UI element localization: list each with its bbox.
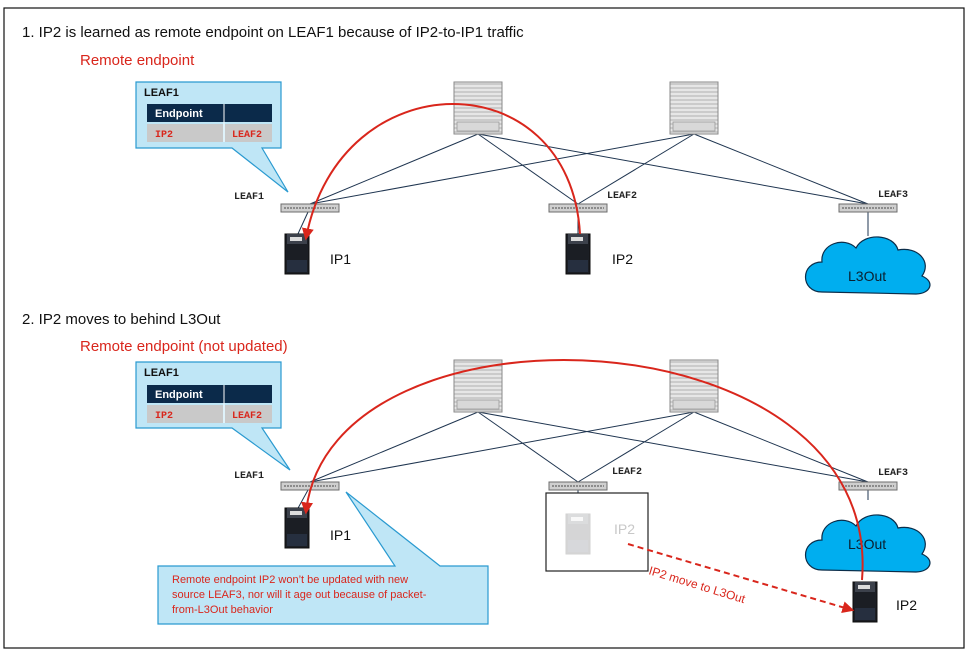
ip1-label: IP1 bbox=[330, 251, 351, 267]
move-arrow bbox=[627, 543, 855, 614]
table-cell-ip: IP2 bbox=[155, 411, 173, 422]
leaf3-switch bbox=[838, 481, 898, 491]
fabric-links-1 bbox=[296, 133, 869, 237]
section2-title: 2. IP2 moves to behind L3Out bbox=[22, 311, 221, 328]
callout-title: LEAF1 bbox=[144, 367, 179, 379]
leaf2-label: LEAF2 bbox=[607, 191, 637, 202]
table-cell-leaf: LEAF2 bbox=[232, 130, 262, 141]
table-cell-leaf: LEAF2 bbox=[232, 411, 262, 422]
ip2-label: IP2 bbox=[896, 597, 917, 613]
server-ip2-icon bbox=[852, 581, 878, 623]
fabric-links-2 bbox=[296, 411, 869, 511]
leaf3-label: LEAF3 bbox=[878, 190, 908, 201]
endpoint-table-callout-1: LEAF1 Endpoint IP2 LEAF2 bbox=[135, 81, 289, 193]
server-ip1-icon bbox=[284, 507, 310, 549]
leaf3-label: LEAF3 bbox=[878, 468, 908, 479]
note-line-2: source LEAF3, nor will it age out becaus… bbox=[172, 589, 427, 601]
leaf2-label: LEAF2 bbox=[612, 467, 642, 478]
outer-frame bbox=[3, 7, 965, 649]
l3out-cloud-icon bbox=[805, 514, 931, 573]
leaf3-switch bbox=[838, 203, 898, 213]
note-line-1: Remote endpoint IP2 won’t be updated wit… bbox=[172, 574, 408, 586]
table-header-endpoint: Endpoint bbox=[155, 108, 203, 120]
traffic-arrow-2 bbox=[301, 359, 864, 581]
ip2-label: IP2 bbox=[612, 251, 633, 267]
spine-switch bbox=[669, 359, 719, 413]
old-ip2-location: IP2 bbox=[545, 492, 649, 572]
ip1-label: IP1 bbox=[330, 527, 351, 543]
section2-subtitle: Remote endpoint (not updated) bbox=[80, 338, 288, 355]
table-header-endpoint: Endpoint bbox=[155, 389, 203, 401]
move-label: IP2 move to L3Out bbox=[647, 563, 747, 606]
server-ip1-icon bbox=[284, 233, 310, 275]
leaf1-label: LEAF1 bbox=[234, 192, 264, 203]
spine-switch bbox=[669, 81, 719, 135]
server-ip2-icon bbox=[565, 233, 591, 275]
leaf2-switch bbox=[548, 481, 608, 491]
l3out-cloud-icon bbox=[805, 236, 931, 295]
traffic-arrow-1 bbox=[301, 103, 581, 241]
section1-subtitle: Remote endpoint bbox=[80, 52, 195, 69]
note-line-3: from-L3Out behavior bbox=[172, 604, 273, 616]
leaf1-label: LEAF1 bbox=[234, 471, 264, 482]
leaf1-switch bbox=[280, 203, 340, 213]
l3out-label: L3Out bbox=[848, 268, 886, 284]
spine-switch bbox=[453, 81, 503, 135]
table-cell-ip: IP2 bbox=[155, 130, 173, 141]
l3out-label: L3Out bbox=[848, 536, 886, 552]
old-ip2-label: IP2 bbox=[614, 521, 635, 537]
section1-title: 1. IP2 is learned as remote endpoint on … bbox=[22, 24, 524, 41]
note-callout: Remote endpoint IP2 won’t be updated wit… bbox=[157, 491, 489, 625]
endpoint-table-callout-2: LEAF1 Endpoint IP2 LEAF2 bbox=[135, 361, 291, 471]
callout-title: LEAF1 bbox=[144, 87, 179, 99]
